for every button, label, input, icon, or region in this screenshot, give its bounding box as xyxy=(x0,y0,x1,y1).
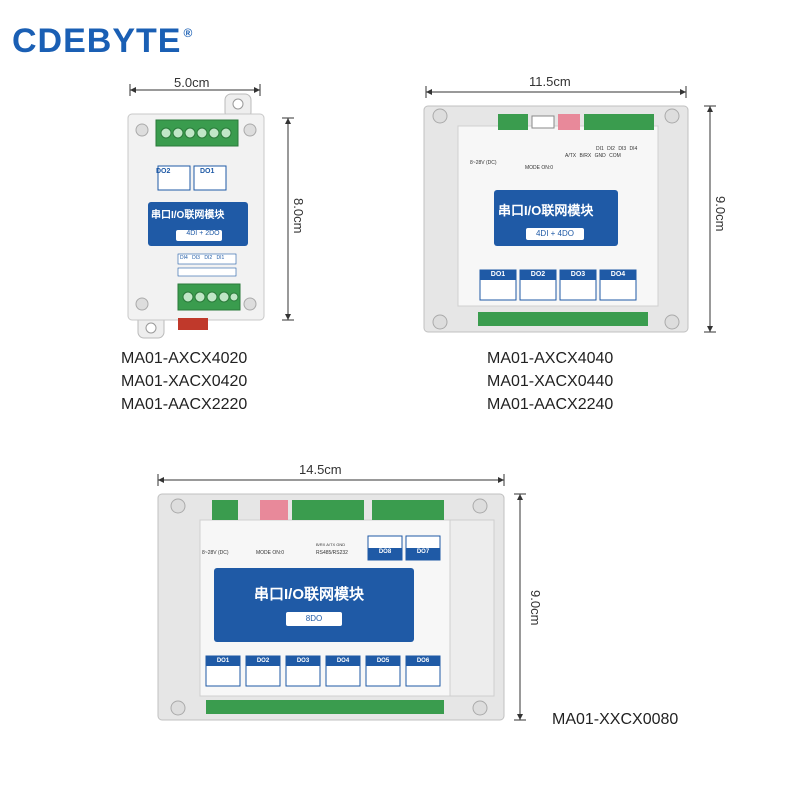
small-input-di2: DI2 xyxy=(204,255,213,261)
large-output-do5: DO5 xyxy=(376,658,390,664)
medium-serial-labels: A/TX B/RX GND COM xyxy=(565,153,621,159)
serial-gnd: GND xyxy=(594,153,606,159)
small-input-di4: DI4 xyxy=(180,255,188,261)
small-output-do1: DO1 xyxy=(200,168,215,175)
large-model-list: MA01-XXCX0080 xyxy=(552,708,678,731)
medium-output-do3: DO3 xyxy=(570,271,586,278)
large-output-do2: DO2 xyxy=(256,658,270,664)
small-device-title: 串口I/O联网模块 xyxy=(151,210,225,221)
medium-input-di1: DI1 xyxy=(596,146,604,152)
medium-output-do2: DO2 xyxy=(530,271,546,278)
model-label: MA01-XACX0440 xyxy=(487,373,614,390)
small-input-di3: DI3 xyxy=(192,255,200,261)
large-device-title: 串口I/O联网模块 xyxy=(254,586,365,603)
large-width-label: 14.5cm xyxy=(299,462,342,477)
medium-device-graphic xyxy=(423,86,716,333)
serial-com: COM xyxy=(609,153,621,159)
large-device-spec: 8DO xyxy=(305,614,323,623)
large-serial-pins: B/RX A/TX GND xyxy=(316,542,346,547)
model-label: MA01-AACX2240 xyxy=(487,396,614,413)
small-output-do2: DO2 xyxy=(156,168,171,175)
medium-device-spec: 4DI + 4DO xyxy=(535,229,574,238)
medium-output-do4: DO4 xyxy=(610,271,626,278)
medium-height-label: 9.0cm xyxy=(713,196,728,232)
model-label: MA01-AXCX4040 xyxy=(487,350,614,367)
small-width-label: 5.0cm xyxy=(174,75,210,90)
large-output-do6: DO6 xyxy=(416,658,430,664)
large-output-do3: DO3 xyxy=(296,658,310,664)
large-mode-label: MODE ON:0 xyxy=(256,550,285,556)
model-label: MA01-XACX0420 xyxy=(121,373,248,390)
model-label: MA01-AACX2220 xyxy=(121,396,248,413)
registered-mark: ® xyxy=(183,26,194,40)
large-height-label: 9.0cm xyxy=(528,590,543,626)
serial-atx: A/TX xyxy=(565,153,577,159)
medium-input-di3: DI3 xyxy=(618,146,627,152)
small-inputs: DI4 DI3 DI2 DI1 xyxy=(180,255,224,261)
small-input-di1: DI1 xyxy=(216,255,225,261)
serial-brx: B/RX xyxy=(579,153,592,159)
medium-model-list: MA01-AXCX4040 MA01-XACX0440 MA01-AACX224… xyxy=(487,347,613,416)
small-device-graphic xyxy=(127,84,294,339)
small-height-label: 8.0cm xyxy=(291,198,306,234)
model-label: MA01-XXCX0080 xyxy=(552,711,679,728)
large-output-do4: DO4 xyxy=(336,658,350,664)
small-device-spec: 4DI + 2DO xyxy=(186,230,220,237)
small-model-list: MA01-AXCX4020 MA01-XACX0420 MA01-AACX222… xyxy=(121,347,247,416)
model-label: MA01-AXCX4020 xyxy=(121,350,248,367)
medium-mode-label: MODE ON:0 xyxy=(525,165,554,171)
large-output-do7: DO7 xyxy=(416,549,430,555)
medium-input-di2: DI2 xyxy=(607,146,615,152)
medium-power-label: 8~28V (DC) xyxy=(470,160,497,166)
medium-width-label: 11.5cm xyxy=(529,74,571,89)
medium-input-di4: DI4 xyxy=(629,146,638,152)
medium-output-do1: DO1 xyxy=(490,271,506,278)
brand-logo: CDEBYTE® xyxy=(12,22,194,60)
large-output-do1: DO1 xyxy=(216,658,230,664)
large-output-do8: DO8 xyxy=(378,549,392,555)
large-power-label: 8~28V (DC) xyxy=(202,550,229,556)
medium-device-title: 串口I/O联网模块 xyxy=(498,203,594,218)
medium-inputs: DI1 DI2 DI3 DI4 xyxy=(596,146,637,152)
large-device-graphic xyxy=(157,474,526,721)
large-serial-label: RS485/RS232 xyxy=(316,550,348,556)
